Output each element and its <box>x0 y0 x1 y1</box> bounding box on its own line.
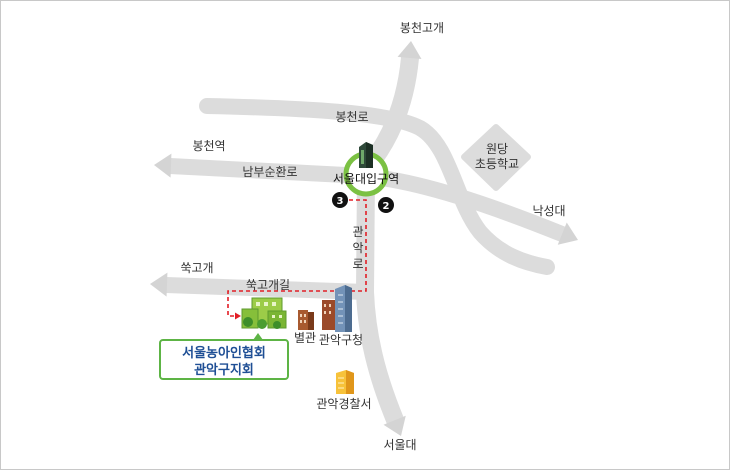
green-building-icon <box>241 297 287 329</box>
label-seoul-univ-entrance-station: 서울대입구역 <box>333 172 399 186</box>
exit-2-badge: 2 <box>378 197 394 213</box>
exit-number-badge-icon <box>332 192 348 208</box>
destination-callout: 서울농아인협회 관악구지회 <box>159 333 289 380</box>
exit-2-label: 2 <box>383 201 390 212</box>
route-arrowhead-icon <box>235 312 241 320</box>
yellow-building-icon <box>336 370 354 394</box>
label-gwanak-gu-office: 관악구청 <box>319 333 363 347</box>
label-gwanak-ro-1: 관 <box>352 225 363 239</box>
road-bongcheon-ro <box>199 98 555 275</box>
arrow-down-icon <box>383 415 406 436</box>
label-gwanak-police-station: 관악경찰서 <box>316 397 371 411</box>
arrow-up-icon <box>397 41 422 59</box>
label-elementary-school: 초등학교 <box>475 157 519 171</box>
label-gwanak-ro-3: 로 <box>352 257 363 271</box>
exit-number-badge-icon <box>378 197 394 213</box>
arrow-left-icon <box>154 153 172 178</box>
office-tower-icon <box>322 285 352 332</box>
route-dashed-line <box>227 199 367 317</box>
road-arrows <box>150 41 578 436</box>
label-gwanak-ro-2: 악 <box>352 241 363 255</box>
label-annex: 별관 <box>294 331 316 345</box>
seoul-univ-entrance-station <box>343 142 389 197</box>
label-nambu-sunhwan-ro: 남부순환로 <box>242 165 297 179</box>
arrow-down-right-icon <box>557 222 578 245</box>
label-bongcheon-gogae: 봉천고개 <box>400 20 444 35</box>
exit-3-badge: 3 <box>332 192 348 208</box>
wondang-school-block <box>461 124 531 191</box>
label-bongcheon-station: 봉천역 <box>192 138 225 153</box>
label-ssukgogae-gil: 쑥고개길 <box>246 278 290 292</box>
label-bongcheon-ro: 봉천로 <box>335 109 368 124</box>
subway-station-icon <box>359 142 373 168</box>
callout-pointer-icon <box>253 333 263 340</box>
label-ssukgogae: 쑥고개 <box>180 261 213 275</box>
destination-branch: 관악구지회 <box>194 362 254 378</box>
walking-route <box>227 199 367 320</box>
destination-name: 서울농아인협회 <box>182 345 266 361</box>
label-nakseongdae: 낙성대 <box>532 204 565 218</box>
arrow-left-icon <box>150 272 168 297</box>
map-labels: 봉천고개 봉천로 원당 초등학교 봉천역 남부순환로 서울대입구역 낙성대 관 … <box>180 20 565 452</box>
label-wondang: 원당 <box>486 142 508 156</box>
exit-3-label: 3 <box>337 196 344 207</box>
label-seoul-univ: 서울대 <box>383 438 416 452</box>
brown-building-icon <box>298 310 314 330</box>
callout-box <box>159 339 289 380</box>
